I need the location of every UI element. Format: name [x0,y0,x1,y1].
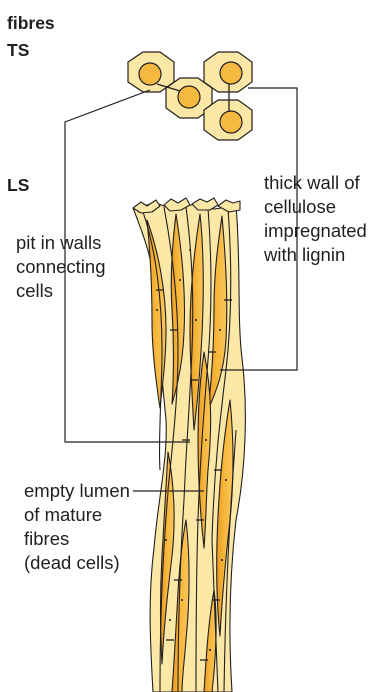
ts-lumen-4 [220,111,242,133]
ls-fibre-bundle [133,198,245,692]
heading-ls: LS [7,173,29,197]
title-fibres: fibres [7,11,55,35]
ts-lumen-1 [139,63,161,85]
heading-ts: TS [7,38,29,62]
ts-lumen-3 [220,62,242,84]
ts-lumen-2 [178,86,200,108]
ts-cross-section [128,52,252,140]
